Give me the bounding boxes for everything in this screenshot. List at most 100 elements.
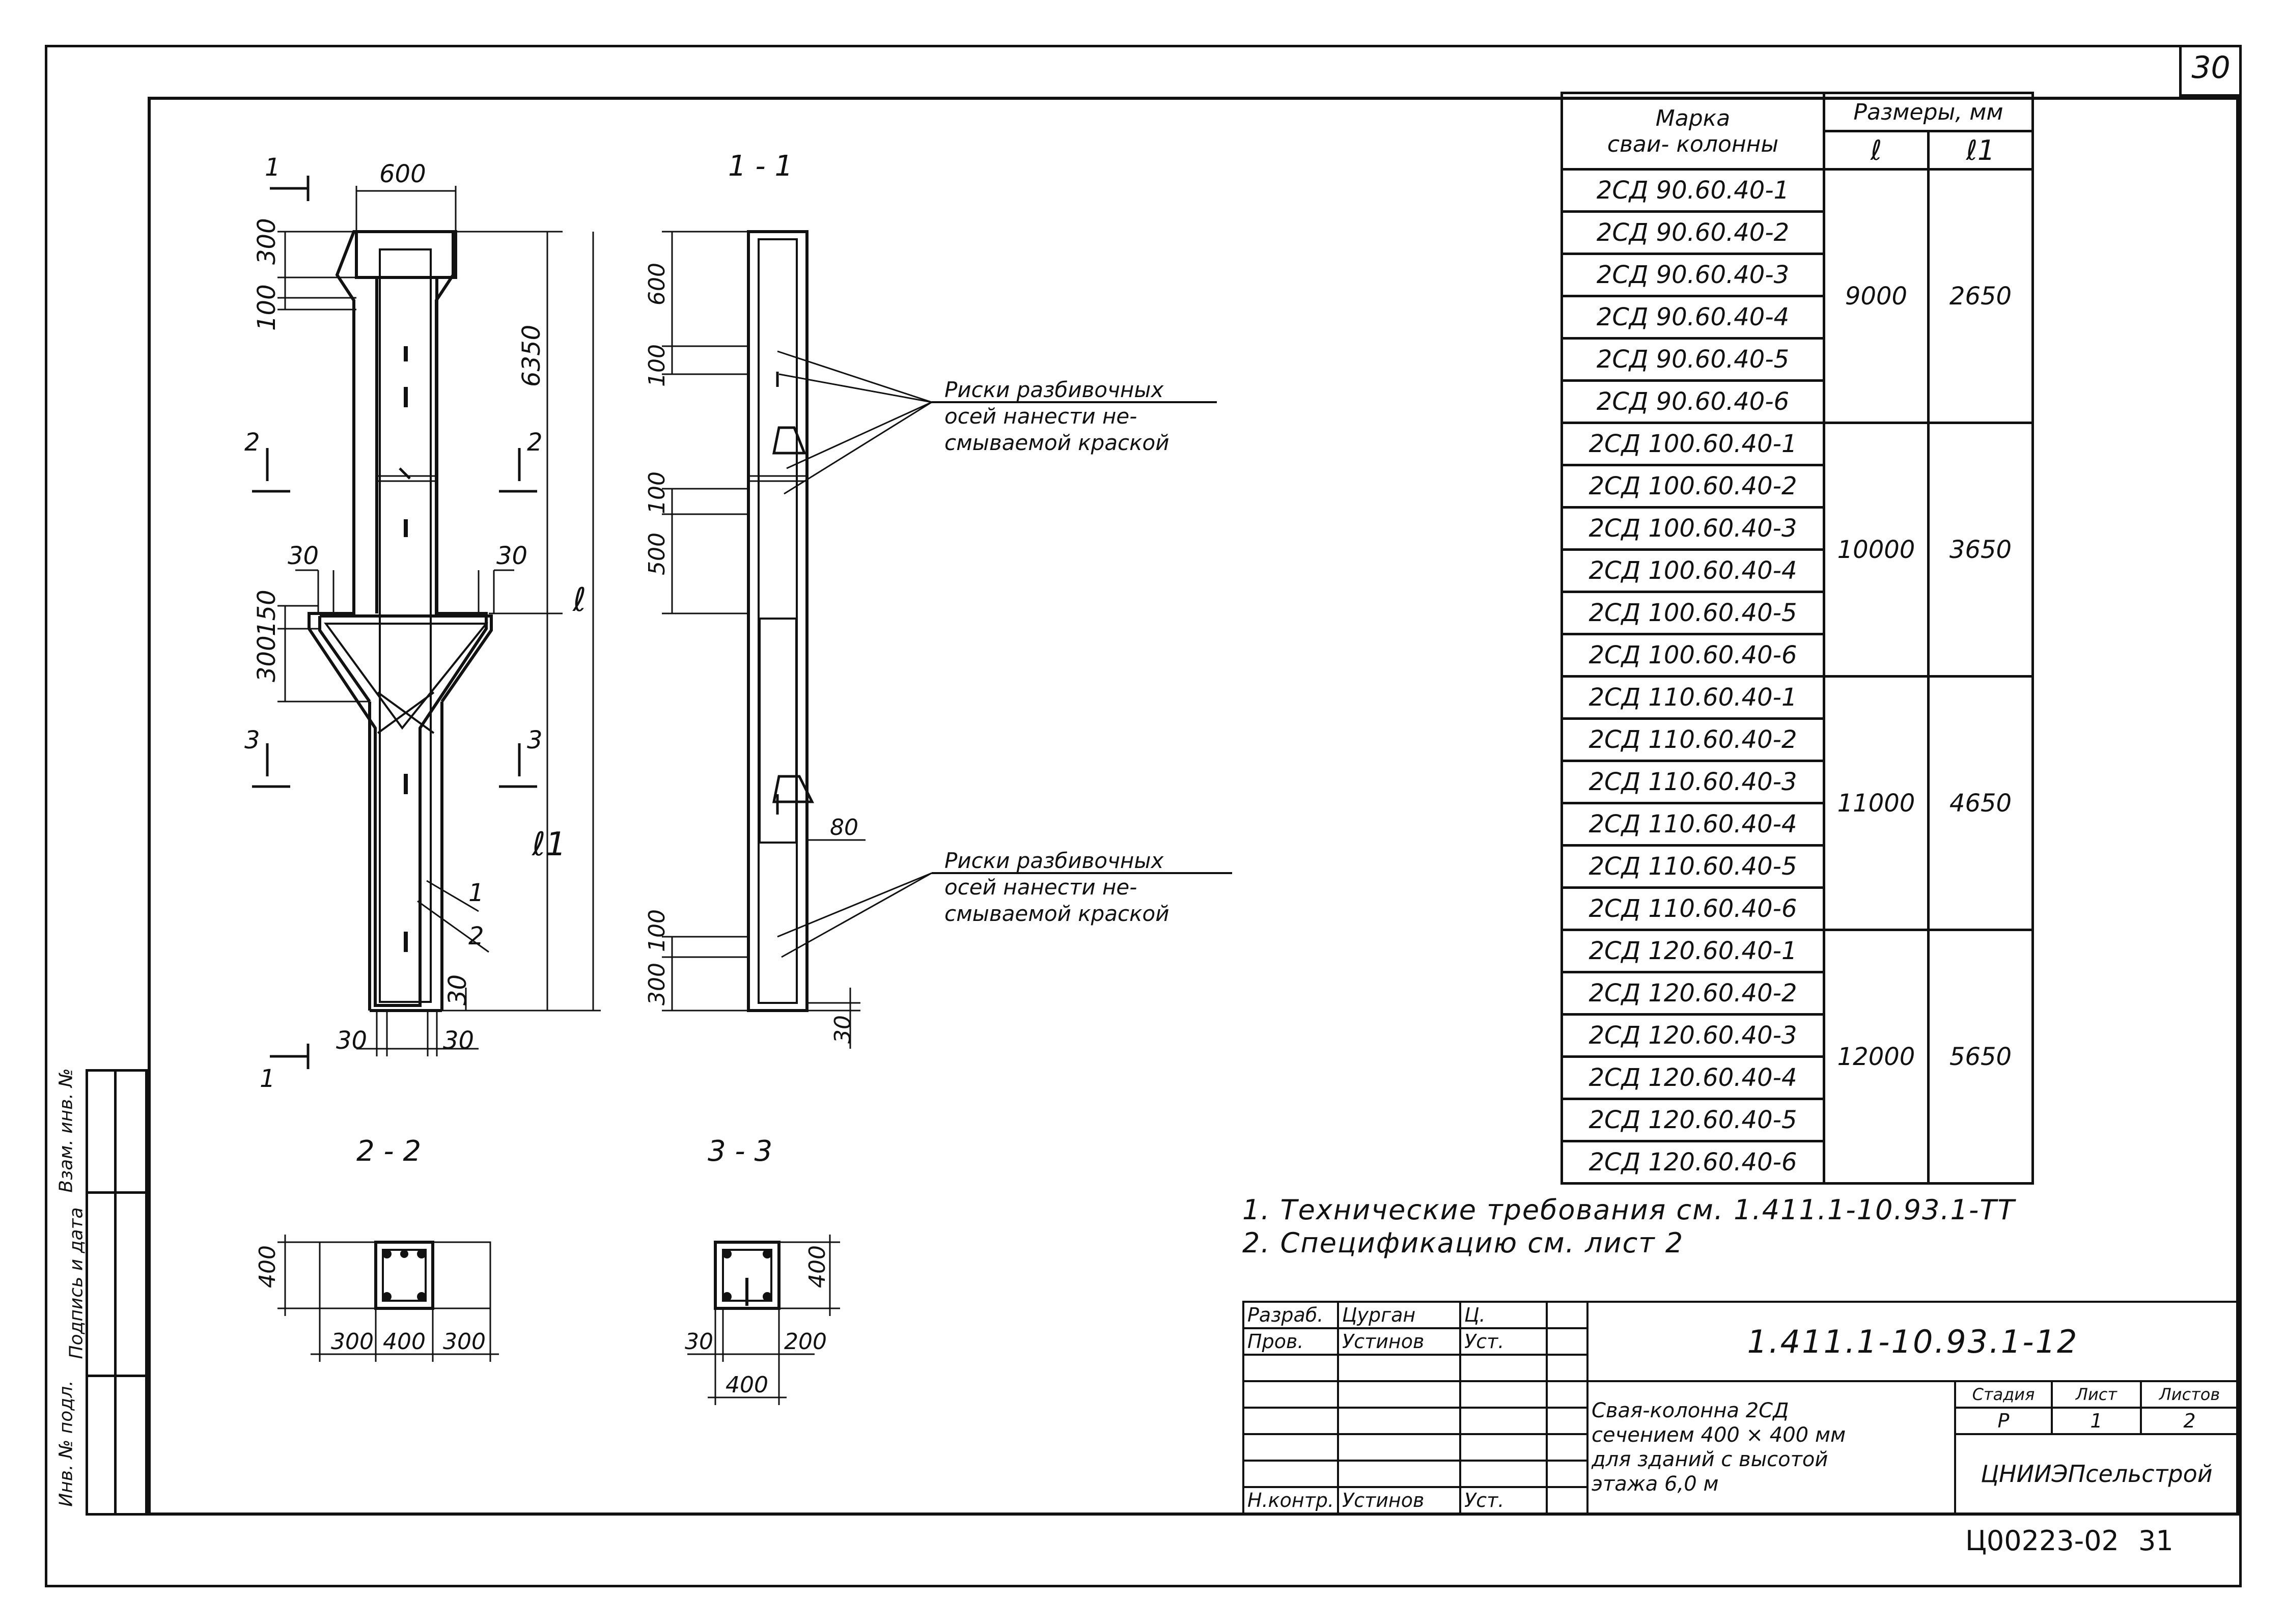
table-row: 2СД 110.60.40-3 [1561, 760, 2033, 804]
sign-1: Ц. [1459, 1301, 1548, 1329]
name-1: Цурган [1337, 1301, 1462, 1329]
mark-cell: 2СД 90.60.40-3 [1561, 253, 1825, 297]
mark-cell: 2СД 120.60.40-5 [1561, 1098, 1825, 1142]
sheet-number: 30 [2191, 50, 2231, 86]
mark-1-bottom: 1 [260, 1065, 275, 1093]
table-row: 2СД 100.60.40-3 [1561, 506, 2033, 551]
dim-6350: 6350 [517, 325, 546, 387]
mark-cell: 2СД 100.60.40-5 [1561, 591, 1825, 635]
callout1-line3: смываемой краской [944, 430, 1169, 455]
table-row: 2СД 100.60.40-4 [1561, 548, 2033, 593]
column-side-view [747, 230, 932, 1012]
table-row: 2СД 120.60.40-3 [1561, 1013, 2033, 1058]
stage-header: Стадия [1954, 1380, 2053, 1409]
doc-description: Свая-колонна 2СД сечением 400 × 400 мм д… [1586, 1380, 1956, 1515]
table-row: 2СД 90.60.40-3 [1561, 253, 2033, 297]
label-l1: ℓ1 [532, 826, 566, 863]
c3-dim-400: 400 [804, 1245, 830, 1288]
dim-30e: 30 [443, 974, 472, 1005]
page-code: Ц00223-02 [1965, 1525, 2119, 1557]
sheet-value: 1 [2050, 1407, 2142, 1435]
dim-300: 300 [253, 218, 281, 265]
col-l-header: ℓ [1823, 130, 1930, 171]
mark-cell: 2СД 90.60.40-5 [1561, 337, 1825, 382]
margin-stamp-row2 [86, 1375, 148, 1377]
mark-cell: 2СД 120.60.40-4 [1561, 1055, 1825, 1100]
mark-cell: 2СД 110.60.40-3 [1561, 760, 1825, 804]
name-2: Устинов [1337, 1327, 1462, 1356]
side-dim-80: 80 [830, 815, 858, 841]
side-dim-500: 500 [644, 533, 670, 575]
length1-cell: 2650 [1927, 168, 2034, 424]
title-block: Разраб. Цурган Ц. 1.411.1-10.93.1-12 Про… [1242, 1301, 2240, 1515]
sheets-value: 2 [2139, 1407, 2240, 1435]
length-cell: 12000 [1823, 929, 1930, 1185]
mark-cell: 2СД 90.60.40-4 [1561, 295, 1825, 340]
table-row: 2СД 90.60.40-2 [1561, 210, 2033, 255]
side-dim-100b: 100 [644, 471, 670, 514]
table-row: 2СД 120.60.40-4 [1561, 1055, 2033, 1100]
side-dim-300: 300 [644, 963, 670, 1005]
drawing-frame [148, 97, 2239, 1516]
col-sizes-header: Размеры, мм [1823, 92, 2034, 132]
c2-dim-300b: 300 [443, 1329, 486, 1355]
mark-cell: 2СД 100.60.40-2 [1561, 464, 1825, 509]
margin-stamp-col [114, 1069, 117, 1516]
stage-value: Р [1954, 1407, 2053, 1435]
side-dim-30: 30 [830, 1015, 856, 1044]
mark-1-top: 1 [265, 153, 281, 182]
length-cell: 10000 [1823, 422, 1930, 678]
mark-2-right: 2 [527, 428, 543, 457]
side-dimensions [662, 231, 866, 1049]
sheet-header: Лист [2050, 1380, 2142, 1409]
dim-30a: 30 [288, 542, 319, 570]
note-1: 1. Технические требования см. 1.411.1-10… [1242, 1194, 2016, 1226]
c3-dim-200: 200 [784, 1329, 827, 1355]
length1-cell: 5650 [1927, 929, 2034, 1185]
side-dim-100: 100 [644, 344, 670, 387]
table-row: 2СД 100.60.40-2 [1561, 464, 2033, 509]
mark-cell: 2СД 110.60.40-2 [1561, 717, 1825, 762]
sign-3: Уст. [1459, 1486, 1548, 1515]
mark-cell: 2СД 100.60.40-4 [1561, 548, 1825, 593]
length1-cell: 3650 [1927, 422, 2034, 678]
length-cell: 9000 [1823, 168, 1930, 424]
name-3: Устинов [1337, 1486, 1462, 1515]
callout2-line1: Риски разбивочных [944, 848, 1164, 873]
table-row: 2СД 100.60.40-5 [1561, 591, 2033, 635]
column-front-view [308, 230, 493, 1012]
sign-2: Уст. [1459, 1327, 1548, 1356]
mark-cell: 2СД 100.60.40-1 [1561, 422, 1825, 466]
mark-cell: 2СД 120.60.40-1 [1561, 929, 1825, 973]
c2-dim-300a: 300 [331, 1329, 374, 1355]
sheets-header: Листов [2139, 1380, 2240, 1409]
length1-cell: 4650 [1927, 675, 2034, 931]
mark-cell: 2СД 100.60.40-3 [1561, 506, 1825, 551]
page-number: 31 [2138, 1525, 2173, 1557]
c3-dim-30: 30 [685, 1329, 713, 1355]
dim-300b: 300 [253, 635, 281, 682]
section-arrows [252, 176, 537, 1069]
section-3-3 [687, 1235, 840, 1405]
mark-cell: 2СД 110.60.40-1 [1561, 675, 1825, 720]
table-row: 2СД 110.60.40-4 [1561, 802, 2033, 847]
c3-dim-400b: 400 [726, 1372, 768, 1398]
section-2-2 [277, 1235, 499, 1362]
section-3-3-title: 3 - 3 [708, 1135, 772, 1168]
section-2-2-title: 2 - 2 [356, 1135, 421, 1168]
mark-3-right: 3 [527, 726, 543, 754]
col-l1-header: ℓ1 [1927, 130, 2034, 171]
role-2: Пров. [1242, 1327, 1340, 1356]
role-3: Н.контр. [1242, 1486, 1340, 1515]
callout1-line1: Риски разбивочных [944, 377, 1164, 402]
length-cell: 11000 [1823, 675, 1930, 931]
table-row: 2СД 120.60.40-6 [1561, 1140, 2033, 1185]
sheet-number-box [2179, 45, 2242, 97]
c2-dim-400b: 400 [383, 1329, 426, 1355]
table-row: 2СД 90.60.40-5 [1561, 337, 2033, 382]
mark-cell: 2СД 110.60.40-4 [1561, 802, 1825, 847]
